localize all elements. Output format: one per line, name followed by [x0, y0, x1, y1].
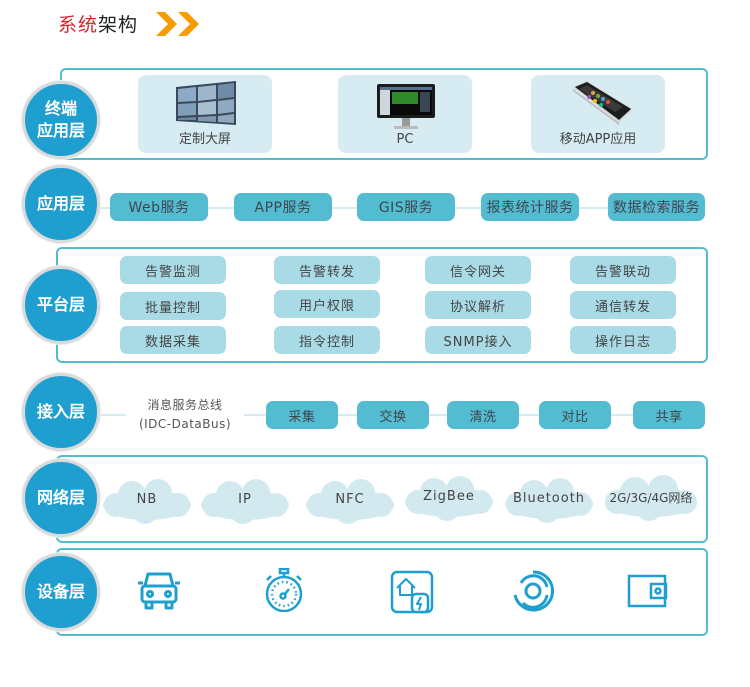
platform-item: SNMP接入	[425, 326, 531, 354]
network-cloud-cellular: 2G/3G/4G网络	[601, 472, 701, 522]
car-icon	[138, 572, 180, 610]
access-item-compare: 对比	[539, 401, 611, 429]
platform-item: 数据采集	[120, 326, 226, 354]
platform-item: 告警转发	[274, 256, 380, 284]
video-wall-image	[176, 81, 236, 125]
network-cloud-bluetooth: Bluetooth	[502, 474, 596, 524]
access-item-exchange: 交换	[357, 401, 429, 429]
network-cloud-nfc: NFC	[303, 475, 397, 525]
platform-item: 批量控制	[120, 292, 226, 320]
access-item-share: 共享	[633, 401, 705, 429]
double-chevron-right-icon	[156, 12, 199, 36]
smartphone-image	[573, 81, 633, 125]
platform-item: 通信转发	[570, 291, 676, 319]
access-item-collect: 采集	[266, 401, 338, 429]
desktop-monitor-image	[377, 84, 435, 129]
platform-item: 协议解析	[425, 291, 531, 319]
target-rings-icon	[513, 570, 554, 612]
access-layer-badge: 接入层	[22, 373, 100, 451]
terminal-card-mobile-app: 移动APP应用	[531, 75, 665, 153]
smart-home-power-icon	[390, 570, 434, 614]
wallet-icon	[627, 574, 668, 608]
page-title: 系统架构	[58, 14, 139, 36]
access-item-clean: 清洗	[447, 401, 519, 429]
stopwatch-icon	[265, 568, 303, 612]
platform-item: 指令控制	[274, 326, 380, 354]
app-service-report: 报表统计服务	[481, 193, 579, 221]
app-service-app: APP服务	[234, 193, 332, 221]
platform-item: 用户权限	[274, 290, 380, 318]
application-layer-badge: 应用层	[22, 165, 100, 243]
terminal-card-video-wall: 定制大屏	[138, 75, 272, 153]
app-service-web: Web服务	[110, 193, 208, 221]
terminal-layer-badge: 终端应用层	[22, 81, 100, 159]
network-cloud-nb: NB	[100, 475, 194, 525]
device-layer-badge: 设备层	[22, 553, 100, 631]
network-cloud-ip: IP	[198, 475, 292, 525]
platform-item: 操作日志	[570, 326, 676, 354]
message-bus-label: 消息服务总线 (IDC-DataBus)	[126, 396, 244, 434]
platform-layer-badge: 平台层	[22, 266, 100, 344]
platform-item: 告警监测	[120, 256, 226, 284]
terminal-card-pc: PC	[338, 75, 472, 153]
platform-item: 信令网关	[425, 256, 531, 284]
network-cloud-zigbee: ZigBee	[402, 472, 496, 522]
platform-item: 告警联动	[570, 256, 676, 284]
network-layer-badge: 网络层	[22, 459, 100, 537]
app-service-search: 数据检索服务	[608, 193, 705, 221]
app-service-gis: GIS服务	[357, 193, 455, 221]
